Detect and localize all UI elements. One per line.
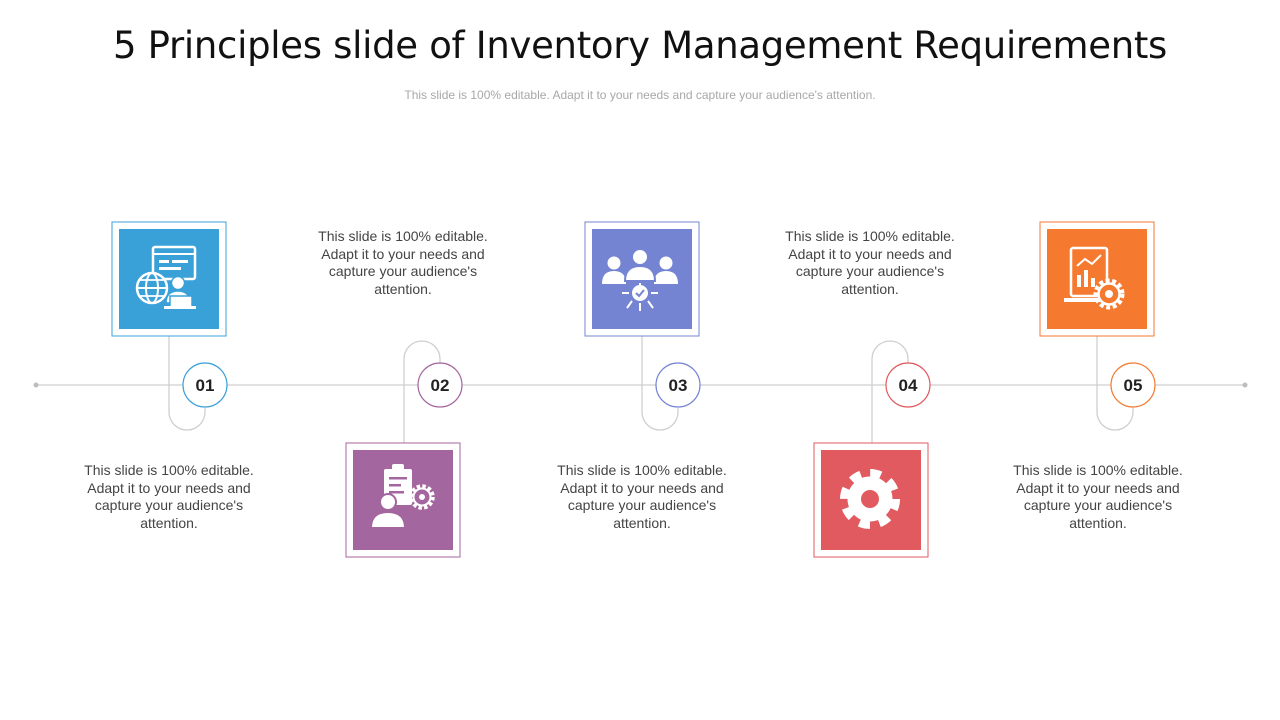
step-node-2 <box>417 362 463 408</box>
step-number-1: 01 <box>196 376 215 395</box>
step-node-3 <box>655 362 701 408</box>
step-node-1 <box>182 362 228 408</box>
step-1: 01 <box>111 221 228 431</box>
connector-3 <box>641 336 679 431</box>
step-number-2: 02 <box>431 376 450 395</box>
step-3: 03 <box>584 221 701 431</box>
clipboard-person-gear-icon <box>369 464 435 529</box>
step-description-4: This slide is 100% editable. Adapt it to… <box>785 228 955 297</box>
gear-icon <box>840 469 900 529</box>
step-5: 05 <box>1039 221 1156 431</box>
step-description-5: This slide is 100% editable. Adapt it to… <box>1013 462 1183 531</box>
step-2: 02 <box>345 340 463 558</box>
icon-tile-5 <box>1047 229 1147 329</box>
report-chart-gear-icon <box>1064 246 1125 310</box>
step-number-4: 04 <box>899 376 918 395</box>
step-4: 04 <box>813 340 931 558</box>
timeline-start-dot <box>33 382 39 388</box>
slide-title: 5 Principles slide of Inventory Manageme… <box>112 24 1168 67</box>
connector-1 <box>168 336 206 431</box>
step-description-2: This slide is 100% editable. Adapt it to… <box>318 228 488 297</box>
step-node-4 <box>885 362 931 408</box>
web-user-globe-icon <box>135 245 197 309</box>
slide-subtitle: This slide is 100% editable. Adapt it to… <box>404 88 876 102</box>
step-number-5: 05 <box>1124 376 1143 395</box>
timeline-end-dot <box>1242 382 1248 388</box>
step-number-3: 03 <box>669 376 688 395</box>
connector-2 <box>403 340 441 443</box>
step-description-1: This slide is 100% editable. Adapt it to… <box>84 462 254 531</box>
step-description-3: This slide is 100% editable. Adapt it to… <box>557 462 727 531</box>
step-node-5 <box>1110 362 1156 408</box>
team-network-icon <box>602 248 678 311</box>
connector-5 <box>1096 336 1134 431</box>
connector-4 <box>871 340 909 443</box>
